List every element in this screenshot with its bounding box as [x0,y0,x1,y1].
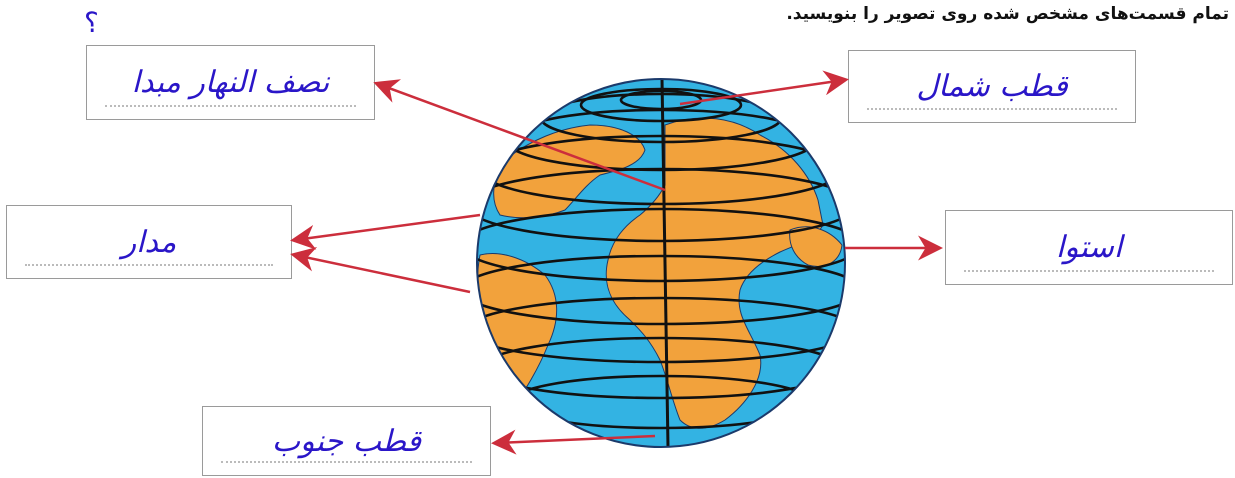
handwritten-tropics: مدار [121,224,177,260]
pointer-arrows [290,70,943,455]
globe-outline [476,78,846,448]
prime-meridian-line [660,79,670,447]
dotted-line [105,105,356,107]
instruction-text: تمام قسمت‌های مشخص شده روی تصویر را بنوی… [786,4,1229,24]
dotted-line [221,461,472,463]
handwritten-north-pole: قطب شمال [916,69,1068,104]
handwritten-equator: استوا [1055,230,1123,265]
arrow-south-pole [491,429,656,455]
handwritten-prime-meridian: نصف النهار مبدا [131,65,330,100]
dotted-line [25,264,273,266]
landmasses [477,79,845,447]
landmass-europe-africa [605,117,824,429]
margin-question-mark: ؟ [84,6,99,39]
dotted-line [867,108,1117,110]
arrow-prime-meridian [373,79,666,192]
handwritten-south-pole: قطب جنوب [271,423,422,459]
answer-box-south-pole[interactable]: قطب جنوب [202,406,491,476]
dotted-line [964,270,1214,272]
answer-box-tropics[interactable]: مدار [6,205,292,279]
answer-box-equator[interactable]: استوا [945,210,1233,285]
answer-box-north-pole[interactable]: قطب شمال [848,50,1136,123]
arrow-north-pole [679,70,849,106]
arrow-tropic-lower [290,246,471,294]
globe [476,78,846,448]
arrow-tropic-upper [290,213,481,250]
